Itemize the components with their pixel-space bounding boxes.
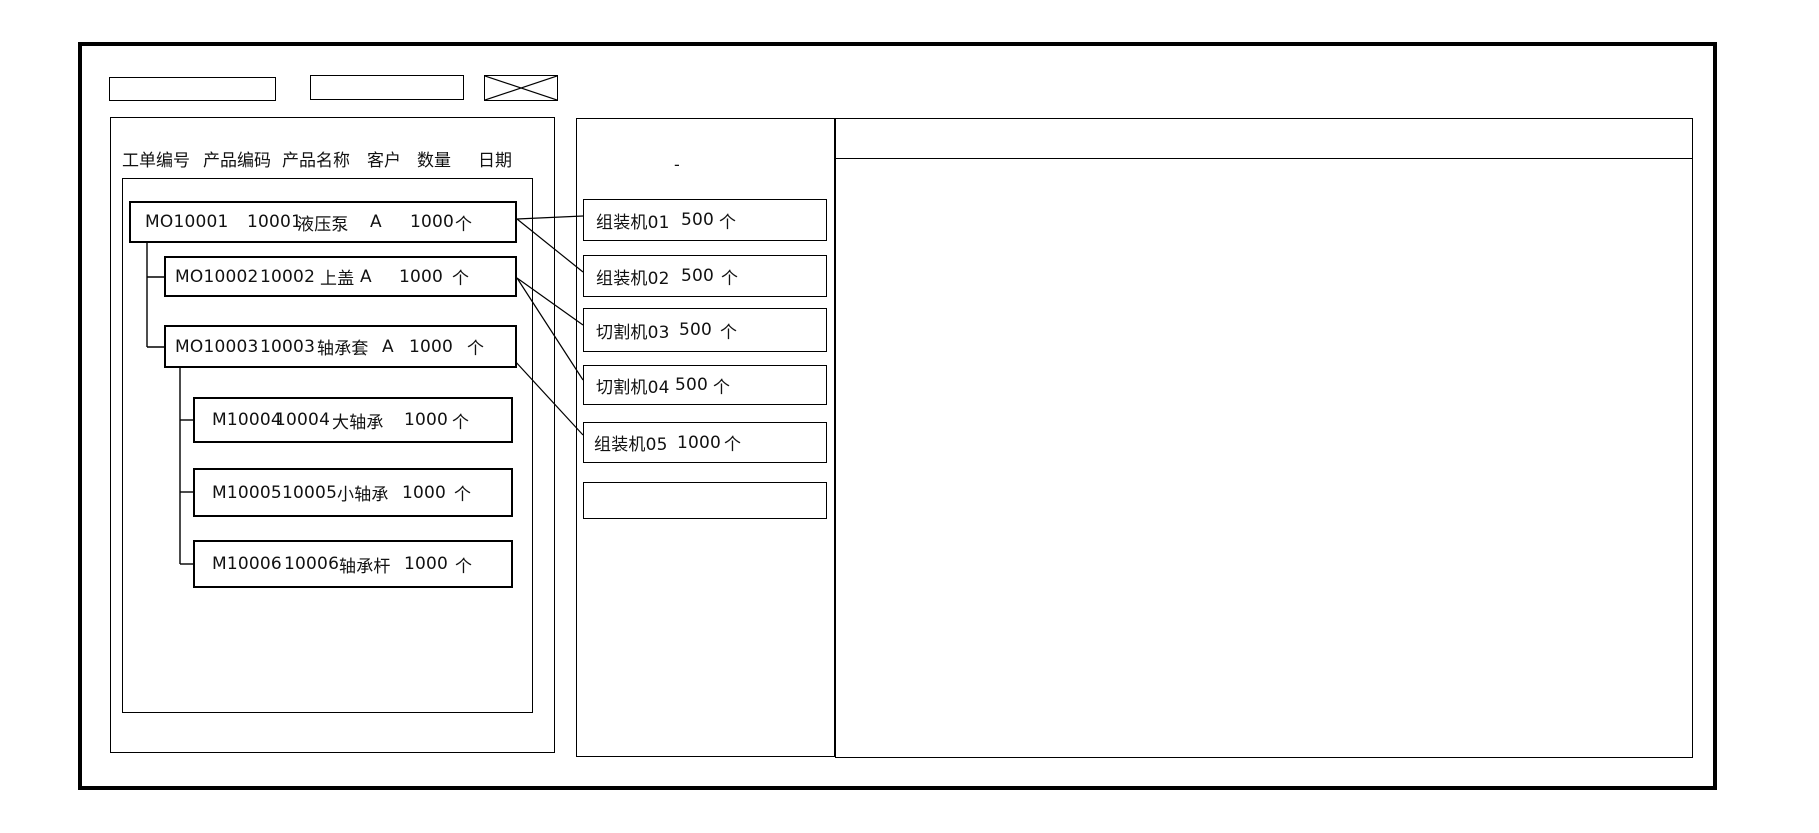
product-code: 10005 [282,482,338,503]
quantity: 1000 [404,554,449,574]
work-order-row-m10006[interactable]: M10006 10006 轴承杆 1000 个 [193,540,513,588]
unit: 个 [452,269,470,289]
product-name: 轴承杆 [339,556,391,577]
work-order-row-mo10001[interactable]: MO10001 10001 液压泵 A 1000 个 [129,201,517,243]
product-name: 轴承套 [317,339,369,359]
column-header-customer: 客户 [367,151,401,171]
order-no: MO10001 [145,212,229,232]
machine-name: 组装机01 [596,212,670,233]
column-header-date: 日期 [478,151,512,171]
machine-unit: 个 [724,435,742,455]
machine-row-05[interactable]: 组装机05 1000 个 [583,422,827,463]
unit: 个 [455,556,473,577]
product-code: 10004 [275,410,331,430]
product-code: 10003 [260,336,316,357]
machine-qty: 500 [675,375,709,395]
order-no: MO10003 [175,336,259,357]
customer: A [370,212,382,232]
unit: 个 [452,412,470,433]
unit: 个 [455,214,473,235]
work-order-row-m10004[interactable]: M10004 10004 大轴承 1000 个 [193,397,513,443]
product-code: 10006 [284,554,340,574]
work-order-row-m10005[interactable]: M10005 10005 小轴承 1000 个 [193,468,513,517]
machine-name: 切割机04 [596,377,670,398]
column-header-product-name: 产品名称 [282,151,350,171]
product-name: 液压泵 [297,214,349,235]
product-name: 上盖 [320,269,355,289]
machine-name: 组装机05 [594,435,668,455]
order-no: M10004 [212,410,282,430]
customer: A [382,336,394,357]
stray-dot-mark: - [674,155,680,174]
column-header-order-no: 工单编号 [122,151,190,171]
order-no: MO10002 [175,266,259,287]
x-placeholder-icon [485,76,557,100]
work-order-row-mo10002[interactable]: MO10002 10002 上盖 A 1000 个 [164,256,517,297]
machine-unit: 个 [713,377,731,398]
detail-panel-header [836,119,1692,159]
unit: 个 [454,485,472,505]
order-no: M10005 [212,482,282,503]
detail-panel [835,118,1693,758]
product-name: 大轴承 [332,412,384,433]
product-name: 小轴承 [337,485,389,505]
product-code: 10002 [260,266,316,287]
quantity: 1000 [410,212,455,232]
machine-row-02[interactable]: 组装机02 500 个 [583,255,827,297]
customer: A [360,266,372,287]
quantity: 1000 [409,336,454,357]
column-header-quantity: 数量 [417,151,451,171]
quantity: 1000 [399,266,444,287]
machine-qty: 500 [681,266,715,286]
toolbar-field-1[interactable] [109,77,276,101]
machine-unit: 个 [721,268,739,289]
machine-name: 切割机03 [596,322,670,343]
image-placeholder-button[interactable] [484,75,558,101]
machine-row-04[interactable]: 切割机04 500 个 [583,365,827,405]
quantity: 1000 [404,410,449,430]
product-code: 10001 [247,212,303,232]
quantity: 1000 [402,482,447,503]
machine-row-03[interactable]: 切割机03 500 个 [583,308,827,352]
machine-qty: 1000 [677,432,722,453]
work-order-row-mo10003[interactable]: MO10003 10003 轴承套 A 1000 个 [164,325,517,368]
machine-unit: 个 [719,212,737,233]
machine-qty: 500 [681,210,715,230]
machine-unit: 个 [720,322,738,343]
toolbar-field-2[interactable] [310,75,464,100]
machine-row-empty-slot[interactable] [583,482,827,519]
machine-row-01[interactable]: 组装机01 500 个 [583,199,827,241]
column-header-product-code: 产品编码 [203,151,271,171]
unit: 个 [467,339,485,359]
machine-qty: 500 [679,320,713,340]
order-no: M10006 [212,554,282,574]
machine-name: 组装机02 [596,268,670,289]
